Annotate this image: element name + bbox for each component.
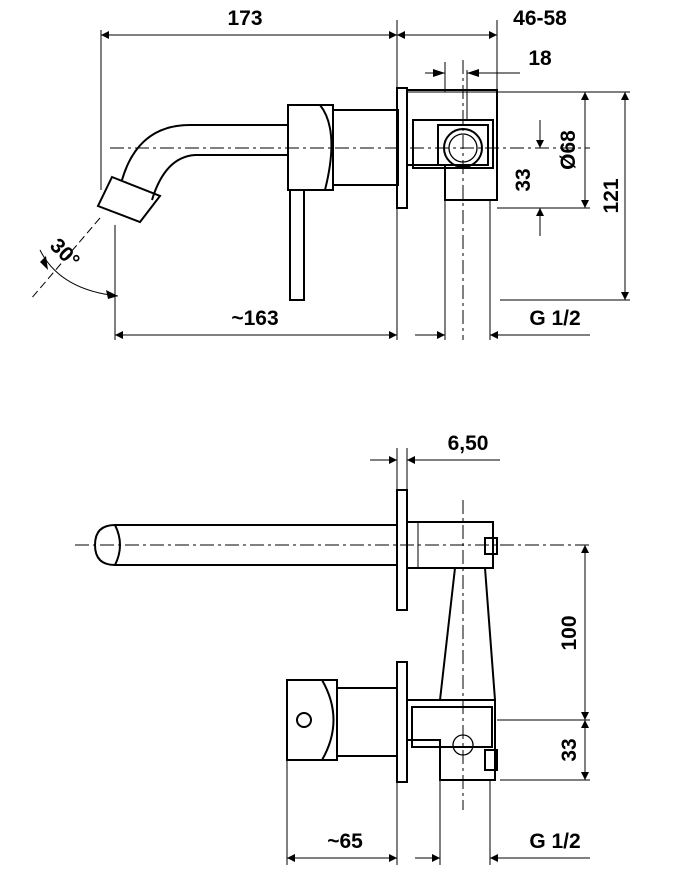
dim-handle-label: ~65	[327, 830, 363, 853]
dim-total-length: 173	[100, 7, 398, 190]
mixer-body	[287, 87, 408, 301]
dim-plate-label: 6,50	[448, 432, 489, 455]
dim-plate: 6,50	[370, 432, 500, 490]
connecting-pipe	[438, 500, 497, 810]
dim-spout-length-label: ~163	[231, 307, 278, 330]
dim-spout-length: ~163	[114, 208, 398, 340]
dim-distance-label: 100	[558, 615, 581, 650]
top-view: 173 46-58 18	[29, 7, 630, 340]
concealed-box	[110, 60, 590, 340]
dim-right-side: 100 33	[497, 545, 590, 781]
side-view: 6,50	[75, 432, 590, 865]
dim-offset: 18	[425, 47, 552, 120]
dim-thread-side: G 1/2	[415, 780, 590, 865]
dim-thread-top: G 1/2	[415, 200, 590, 340]
dim-wall-range-label: 46-58	[513, 7, 567, 30]
dim-angle: 30°	[39, 225, 119, 305]
dim-height-total-label: 121	[600, 178, 623, 213]
dim-height-small-label: 33	[512, 168, 535, 191]
dim-thread-top-label: G 1/2	[529, 307, 580, 330]
dim-wall-range: 46-58	[397, 7, 567, 90]
mixer-body-side	[286, 661, 498, 783]
dim-total-length-label: 173	[227, 7, 262, 30]
spout-side	[75, 489, 590, 611]
dim-right-stack: Ø68 33 121	[407, 91, 630, 301]
dim-handle: ~65	[286, 760, 398, 865]
dim-offset-label: 18	[528, 47, 552, 70]
dim-diameter-label: Ø68	[557, 130, 580, 170]
dim-thread-side-label: G 1/2	[529, 830, 580, 853]
dim-height-small-side-label: 33	[558, 738, 581, 761]
spout	[29, 124, 288, 301]
